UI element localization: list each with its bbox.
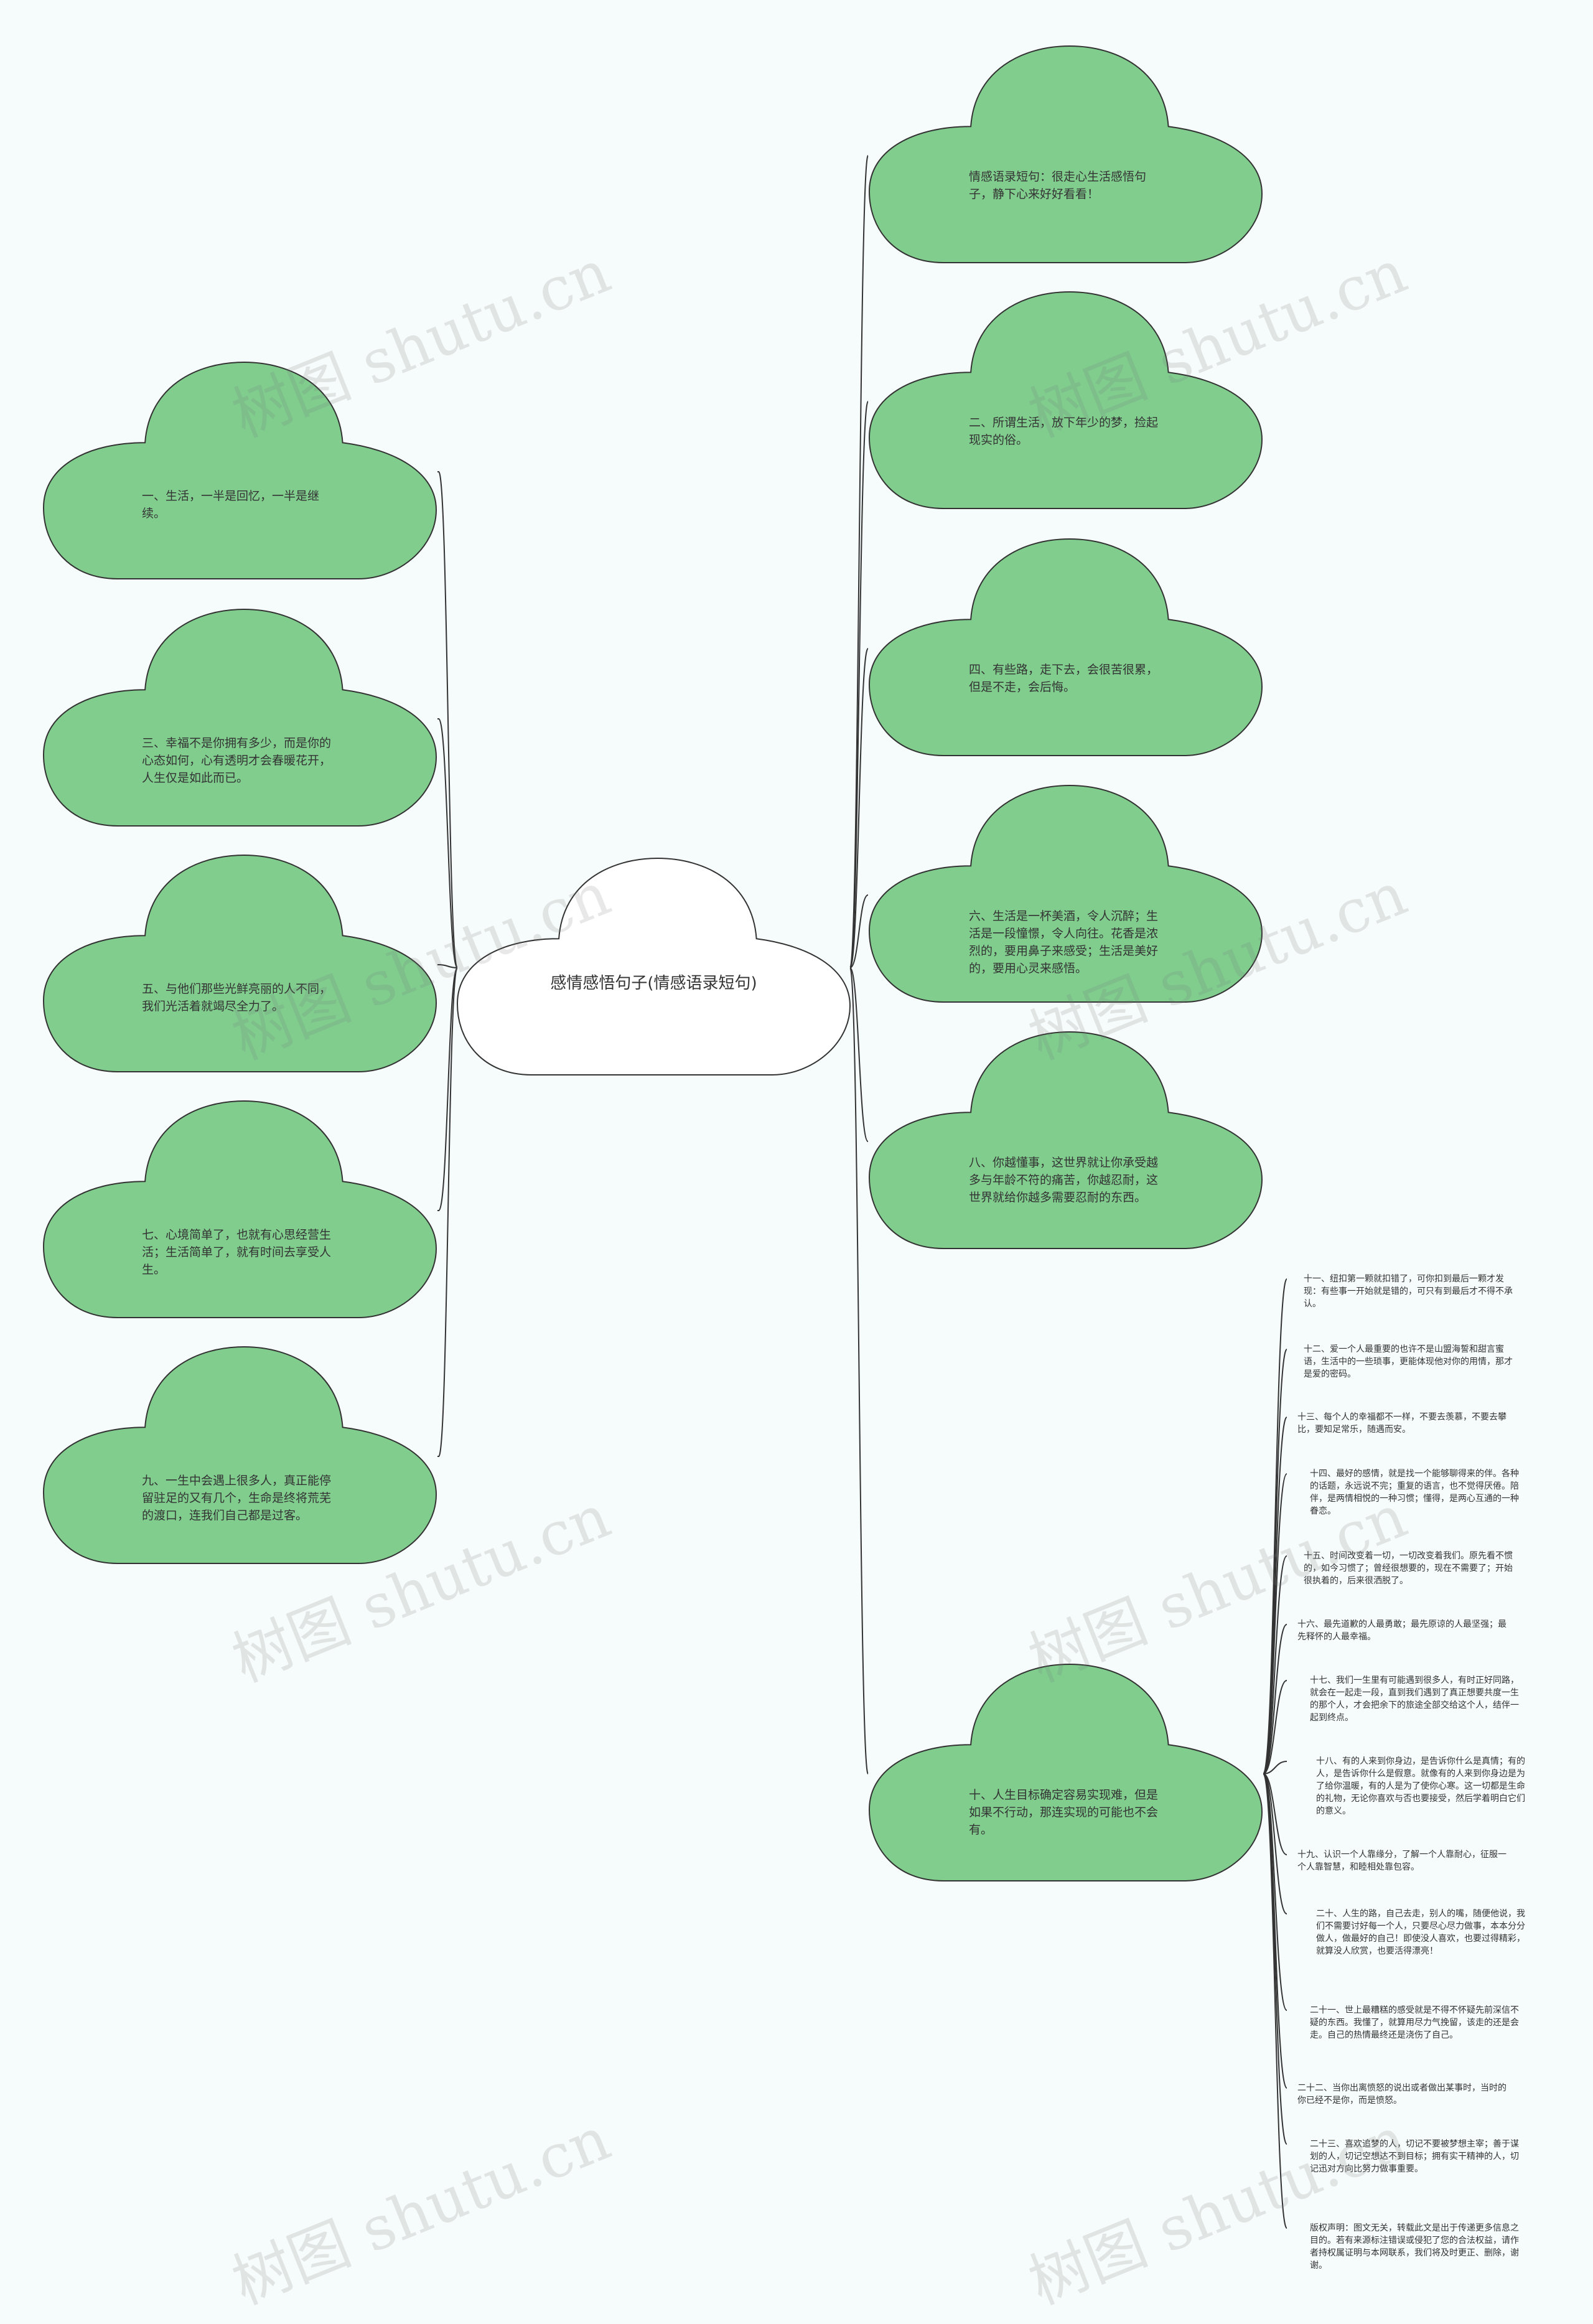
connector-leaf-12 — [1263, 1773, 1287, 2145]
connector-right-4 — [849, 967, 869, 1142]
connector-left-3 — [438, 967, 458, 1211]
left-cloud — [42, 1100, 437, 1318]
leaf-text: 十六、最先道歉的人最勇敢；最先原谅的人最坚强；最先释怀的人最幸福。 — [1297, 1619, 1507, 1642]
right-cloud — [868, 45, 1263, 263]
connector-leaf-6 — [1263, 1680, 1287, 1774]
leaf-text: 十九、认识一个人靠缘分，了解一个人靠耐心，征服一个人靠智慧，和睦相处靠包容。 — [1297, 1850, 1507, 1872]
connector-leaf-7 — [1263, 1761, 1287, 1774]
connector-left-4 — [438, 967, 458, 1457]
left-cloud — [42, 361, 437, 579]
left-cloud — [42, 1346, 437, 1564]
right-cloud — [868, 291, 1263, 509]
leaf-text: 十七、我们一生里有可能遇到很多人，有时正好同路，就会在一起走一段，直到我们遇到了… — [1310, 1675, 1519, 1723]
leaf-text: 二十一、世上最糟糕的感受就是不得不怀疑先前深信不疑的东西。我懂了，就算用尽力气挽… — [1310, 2005, 1519, 2040]
connector-right-5 — [849, 967, 869, 1774]
leaf-text: 二十三、喜欢追梦的人，切记不要被梦想主宰；善于谋划的人，切记空想达不到目标；拥有… — [1310, 2139, 1519, 2174]
connector-leaf-2 — [1263, 1417, 1287, 1774]
left-node-text: 一、生活，一半是回忆，一半是继续。 — [142, 489, 320, 520]
right-node-text: 十、人生目标确定容易实现难，但是如果不行动，那连实现的可能也不会有。 — [969, 1788, 1159, 1837]
connector-leaf-5 — [1263, 1624, 1287, 1774]
connector-left-2 — [438, 964, 458, 968]
leaf-text: 二十、人生的路，自己去走，别人的嘴，随便他说，我们不需要讨好每一个人，只要尽心尽… — [1316, 1909, 1525, 1956]
leaf-text: 二十二、当你出离愤怒的说出或者做出某事时，当时的你已经不是你，而是愤怒。 — [1297, 2083, 1507, 2106]
right-node-text: 六、生活是一杯美酒，令人沉醉；生活是一段憧憬，令人向往。花香是浓烈的，要用鼻子来… — [969, 909, 1159, 975]
leaf-text: 十二、爱一个人最重要的也许不是山盟海誓和甜言蜜语，生活中的一些琐事，更能体现他对… — [1304, 1344, 1513, 1379]
leaf-text: 版权声明：图文无关，转载此文是出于传递更多信息之目的。若有来源标注错误或侵犯了您… — [1310, 2223, 1519, 2270]
leaf-text: 十三、每个人的幸福都不一样，不要去羡慕，不要去攀比，要知足常乐，随遇而安。 — [1297, 1412, 1507, 1435]
leaf-text: 十四、最好的感情，就是找一个能够聊得来的伴。各种的话题，永远说不完；重复的语言，… — [1310, 1469, 1519, 1516]
left-cloud — [42, 854, 437, 1072]
leaf-text: 十八、有的人来到你身边，是告诉你什么是真情；有的人，是告诉你什么是假意。就像有的… — [1316, 1756, 1525, 1816]
connector-right-1 — [849, 401, 869, 968]
left-cloud — [42, 608, 437, 827]
connector-left-0 — [438, 471, 458, 968]
connector-right-0 — [849, 155, 869, 968]
connector-leaf-9 — [1263, 1773, 1287, 1914]
root-cloud — [456, 857, 851, 1075]
right-cloud — [868, 1663, 1263, 1881]
right-node-text: 八、你越懂事，这世界就让你承受越多与年龄不符的痛苦，你越忍耐，这世界就给你越多需… — [969, 1156, 1159, 1204]
connectors — [437, 155, 1287, 2229]
right-node-text: 二、所谓生活，放下年少的梦，捡起现实的俗。 — [969, 416, 1159, 447]
right-cloud — [868, 1031, 1263, 1249]
connector-leaf-13 — [1263, 1773, 1287, 2229]
root-title: 感情感悟句子(情感语录短句) — [550, 974, 757, 993]
connector-leaf-4 — [1263, 1555, 1287, 1774]
connector-leaf-11 — [1263, 1773, 1287, 2089]
leaf-text: 十一、纽扣第一颗就扣错了，可你扣到最后一颗才发现：有些事一开始就是错的，可只有到… — [1304, 1274, 1513, 1309]
right-node-text: 四、有些路，走下去，会很苦很累，但是不走，会后悔。 — [969, 663, 1159, 694]
right-cloud — [868, 538, 1263, 756]
connector-leaf-8 — [1263, 1773, 1287, 1855]
left-node-text: 五、与他们那些光鲜亮丽的人不同，我们光活着就竭尽全力了。 — [142, 982, 332, 1013]
left-node-text: 九、一生中会遇上很多人，真正能停留驻足的又有几个，生命是终将荒芜的渡口，连我们自… — [142, 1474, 332, 1522]
connector-right-3 — [849, 894, 869, 968]
leaf-text: 十五、时间改变着一切，一切改变着我们。原先看不惯的，如今习惯了；曾经很想要的，现… — [1304, 1551, 1513, 1586]
right-cloud — [868, 784, 1263, 1003]
left-node-text: 七、心境简单了，也就有心思经营生活；生活简单了，就有时间去享受人生。 — [142, 1228, 332, 1277]
right-node-text: 情感语录短句：很走心生活感悟句子，静下心来好好看看！ — [969, 170, 1147, 201]
left-node-text: 三、幸福不是你拥有多少，而是你的心态如何，心有透明才会春暖花开，人生仅是如此而已… — [142, 736, 332, 785]
connector-left-1 — [438, 718, 458, 968]
connector-right-2 — [849, 648, 869, 968]
clouds — [42, 45, 1263, 1881]
connector-leaf-3 — [1263, 1473, 1287, 1774]
